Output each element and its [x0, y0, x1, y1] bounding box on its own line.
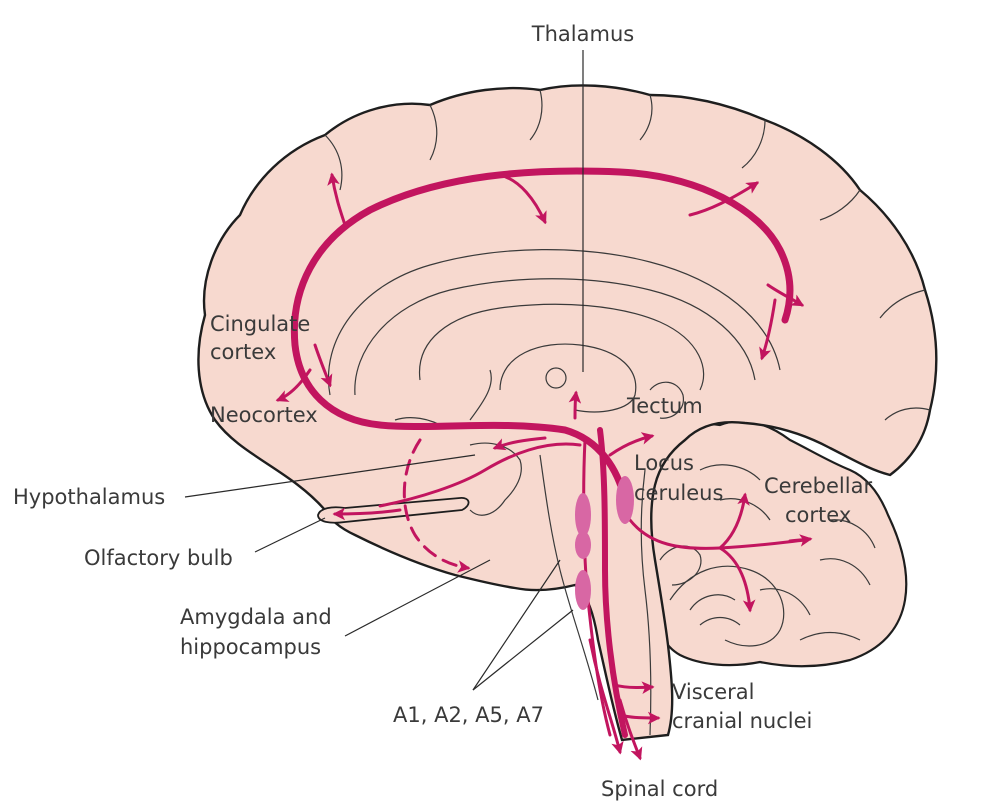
a2-a1-nucleus	[575, 570, 591, 610]
sulci	[324, 89, 931, 421]
label-locus-1: Locus	[634, 451, 694, 475]
tectum-outline	[649, 381, 684, 419]
fourth-ventricle	[659, 545, 702, 586]
arrow-visceral-2	[618, 711, 661, 725]
label-spinal-cord: Spinal cord	[601, 777, 718, 801]
amygdala-leader	[344, 559, 491, 637]
arrow-down-right	[759, 298, 777, 361]
label-cingulate-2: cortex	[210, 340, 276, 364]
label-tectum: Tectum	[626, 394, 703, 418]
arrow-up-left	[327, 172, 347, 227]
noradrenergic-nuclei	[575, 476, 634, 610]
label-visceral-2: cranial nuclei	[672, 709, 812, 733]
label-cerebellar-2: cortex	[785, 503, 851, 527]
label-cerebellar-1: Cerebellar	[764, 474, 872, 498]
arrow-cingulate	[313, 343, 333, 388]
arrow-down-center	[498, 173, 547, 225]
noradrenergic-pathways	[275, 167, 813, 761]
labels: Thalamus Cingulate cortex Neocortex Tect…	[13, 22, 872, 801]
arrow-visceral-1	[613, 681, 655, 695]
arrow-thalamus	[568, 390, 582, 420]
label-neocortex: Neocortex	[210, 403, 318, 427]
arrow-tectum	[608, 432, 655, 457]
arrow-right-1	[766, 283, 805, 307]
label-visceral-1: Visceral	[672, 680, 754, 704]
ventricle-outline	[418, 303, 705, 391]
a-groups-leader-1	[472, 559, 561, 691]
cerebrum-outline	[197, 84, 938, 742]
internal-structures	[328, 249, 781, 736]
olfactory-bulb-leader	[254, 517, 326, 553]
arrow-hypothalamus	[492, 436, 547, 451]
hypothalamus-leader	[184, 454, 476, 498]
corpus-callosum-inner	[354, 278, 756, 396]
thalamus-outline	[499, 343, 637, 413]
label-locus-2: ceruleus	[634, 481, 723, 505]
a-groups-leader-2	[472, 609, 574, 691]
arrow-cerebellum-right	[788, 534, 813, 547]
label-amygdala-1: Amygdala and	[180, 605, 332, 629]
interthalamic-adhesion	[545, 367, 567, 389]
arrow-olfactory-bulb	[332, 507, 402, 521]
label-hypothalamus: Hypothalamus	[13, 485, 165, 509]
arrow-neocortex	[275, 368, 312, 402]
label-thalamus: Thalamus	[531, 22, 634, 46]
label-amygdala-2: hippocampus	[180, 635, 321, 659]
a5-nucleus	[575, 531, 591, 559]
main-bundle-path	[290, 167, 794, 504]
arrow-cerebellum-down	[718, 546, 756, 613]
arrow-cerebellum-up	[718, 492, 750, 550]
arrow-spinal-cord	[618, 698, 643, 761]
hypothalamic-branch	[378, 442, 582, 508]
label-olfactory-bulb: Olfactory bulb	[84, 546, 233, 570]
corpus-callosum-outer	[328, 249, 781, 396]
leader-lines	[184, 50, 584, 691]
label-cingulate-1: Cingulate	[210, 312, 310, 336]
label-nuclei-groups: A1, A2, A5, A7	[393, 703, 544, 727]
locus-ceruleus-nucleus	[616, 476, 634, 524]
cerebrum	[197, 84, 938, 742]
a7-nucleus	[575, 493, 591, 537]
arrow-amygdala-dashed	[402, 438, 471, 573]
arrow-up-right	[688, 181, 760, 217]
